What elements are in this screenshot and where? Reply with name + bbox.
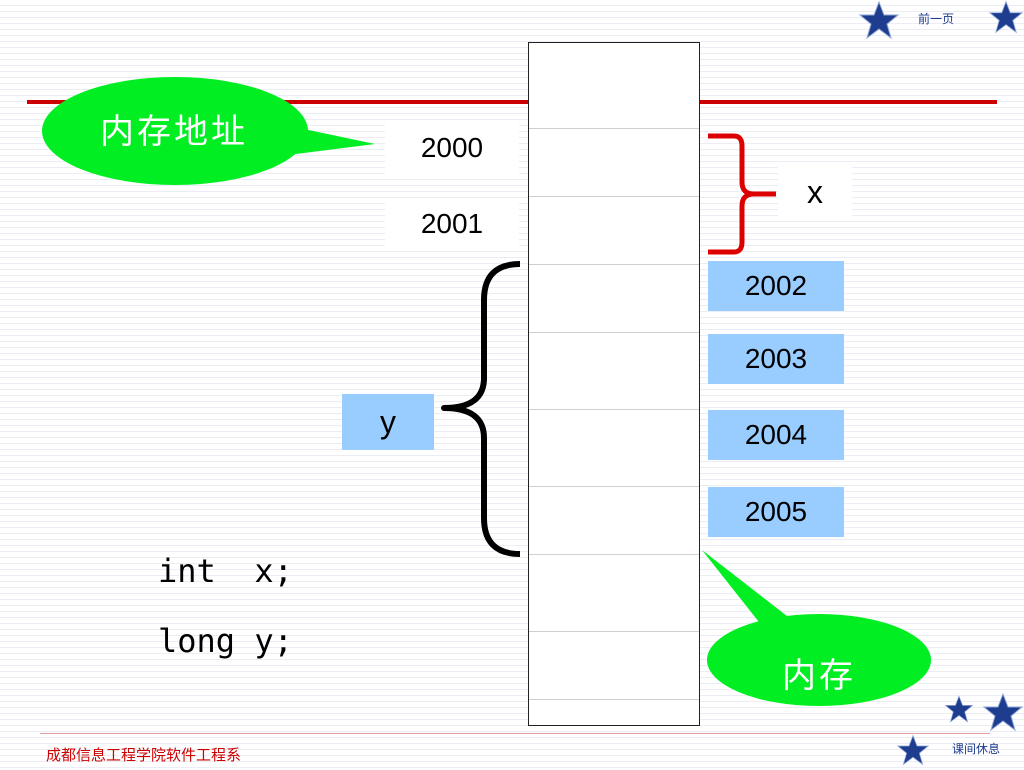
memory-cell [529, 333, 699, 410]
address-2005: 2005 [708, 487, 844, 537]
footer-department: 成都信息工程学院软件工程系 [46, 746, 242, 764]
memory-cell [529, 265, 699, 333]
prev-page-link[interactable]: 前一页 [918, 12, 955, 26]
code-line-int-x: int x; [158, 552, 293, 590]
variable-y: y [342, 394, 434, 450]
memory-cell [529, 197, 699, 265]
address-2001: 2001 [385, 199, 519, 249]
star-icon [944, 694, 974, 724]
title-rule [27, 100, 997, 104]
memory-cell [529, 410, 699, 487]
address-2002: 2002 [708, 261, 844, 311]
memory-cell [529, 129, 699, 197]
memory-label: 内存 [782, 656, 856, 696]
memory-address-callout [42, 77, 375, 185]
x-brace [708, 133, 776, 255]
memory-callout [702, 550, 931, 706]
star-icon [982, 692, 1024, 732]
star-icon [988, 0, 1024, 34]
y-brace [441, 261, 521, 557]
memory-cell [529, 555, 699, 632]
rest-star-icon[interactable] [896, 734, 930, 766]
memory-cell [529, 632, 699, 700]
memory-cell [529, 487, 699, 555]
memory-address-label: 内存地址 [100, 112, 248, 152]
address-2000: 2000 [385, 122, 519, 174]
footer-rule [40, 733, 990, 734]
memory-cell [529, 43, 699, 129]
rest-link[interactable]: 课间休息 [952, 742, 1001, 756]
address-2004: 2004 [708, 410, 844, 460]
memory-column [528, 42, 700, 726]
prev-page-star-icon[interactable] [858, 0, 900, 40]
variable-x: x [778, 164, 852, 220]
code-line-long-y: long y; [158, 622, 293, 660]
address-2003: 2003 [708, 334, 844, 384]
